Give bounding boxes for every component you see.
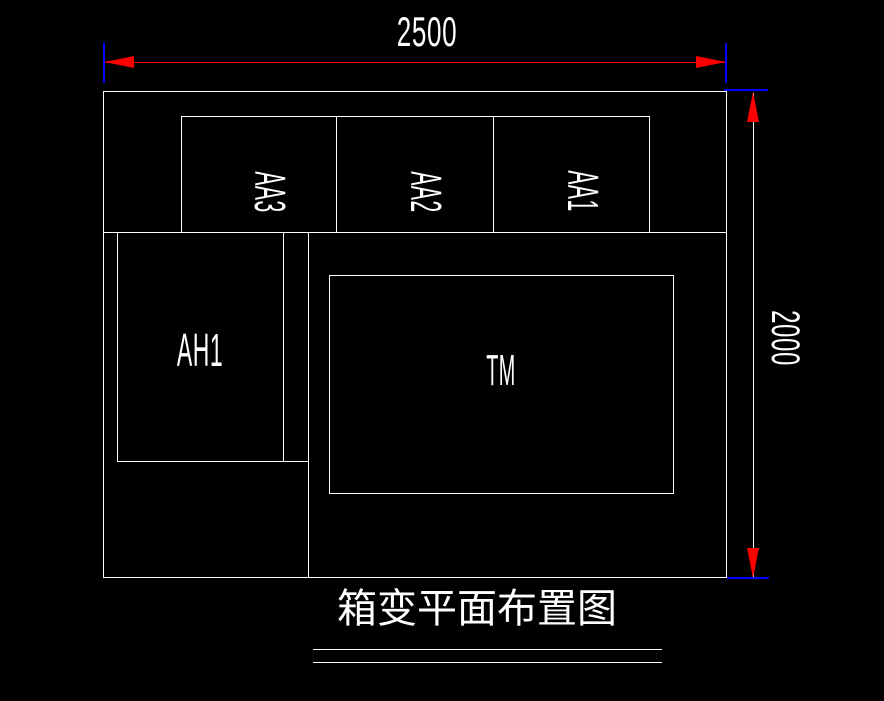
dimension-width-line (104, 62, 726, 63)
cabinet-aa1-outline (493, 116, 650, 233)
dimension-height-arrow-down-icon (747, 548, 759, 578)
enclosure-outline (103, 91, 727, 578)
room-ah1-label: AH1 (176, 324, 224, 376)
cabinet-aa3-label: AA3 (245, 171, 294, 213)
cabinet-aa2-label: AA2 (401, 171, 450, 213)
ah1-right-wall (283, 232, 284, 461)
extension-tick-right-bottom (727, 577, 769, 579)
dimension-width-arrow-left-icon (104, 56, 134, 68)
dimension-height-arrow-up-icon (747, 92, 759, 122)
extension-tick-top-left (103, 43, 105, 83)
dimension-width-value: 2500 (396, 8, 458, 55)
dimension-height-value: 2000 (763, 310, 807, 366)
cabinet-aa1-label: AA1 (558, 170, 607, 212)
drawing-title: 箱变平面布置图 (337, 587, 617, 631)
title-underline-bottom (313, 662, 662, 663)
extension-tick-right-top (724, 89, 768, 91)
extension-tick-top-right (725, 43, 727, 83)
ah1-bottom-wall (117, 461, 309, 462)
dimension-width-arrow-right-icon (696, 56, 726, 68)
ah1-left-wall (117, 232, 118, 461)
transformer-tm-label: TM (486, 346, 516, 395)
transformer-tm-outline (329, 275, 674, 494)
dimension-height-line (753, 93, 754, 578)
title-underline-top (313, 649, 662, 650)
divider-line-vertical (308, 232, 309, 578)
